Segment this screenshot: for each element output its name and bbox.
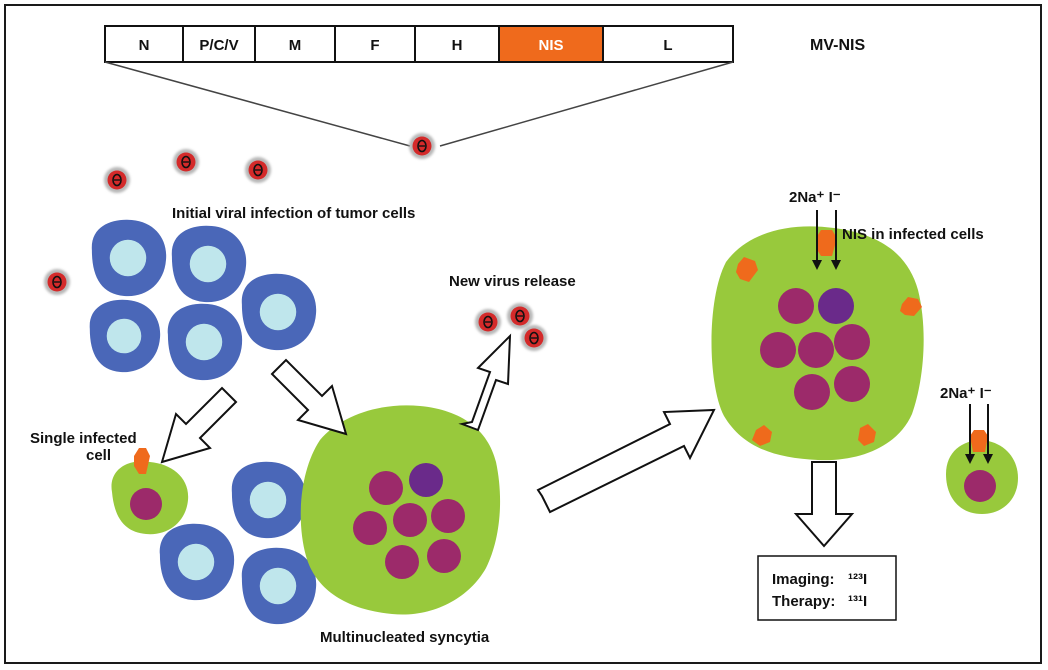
label-single-infected-1: Single infected [30, 430, 137, 447]
nucleus [427, 539, 461, 573]
tumor-nucleus [109, 239, 147, 277]
therapy-label: Therapy: [772, 593, 835, 610]
tumor-cell [241, 547, 317, 625]
arrow-to-imaging [793, 461, 855, 548]
genome-segment-5 [414, 25, 500, 63]
tumor-nucleus [106, 318, 142, 354]
nucleus [818, 288, 854, 324]
nucleus [798, 332, 834, 368]
genome-segment-label: NIS [538, 37, 563, 54]
genome-segment-label: H [452, 37, 463, 54]
virus-particle-icon [245, 157, 271, 183]
virus-particle-icon [104, 167, 130, 193]
ion-arrow-1 [812, 260, 822, 270]
label-single-infected-2: cell [86, 447, 111, 464]
genome-segment-label: M [289, 37, 302, 54]
genome-segment-6 [498, 25, 604, 63]
genome-segment-4 [334, 25, 416, 63]
nucleus [353, 511, 387, 545]
tumor-nucleus [249, 481, 287, 519]
nucleus [778, 288, 814, 324]
tumor-cell [159, 523, 235, 601]
construct-label: MV-NIS [810, 37, 865, 54]
imaging-isotope: ¹²³I [848, 571, 867, 588]
label-new-virus-release: New virus release [449, 273, 576, 290]
ion-arrow-4 [983, 454, 993, 464]
genome-segment-label: P/C/V [199, 37, 238, 54]
nucleus [393, 503, 427, 537]
genome-segment-label: L [663, 37, 672, 54]
tumor-cell-cluster-bottom [159, 461, 317, 625]
small-infected-cell [946, 404, 1018, 514]
nis-channel-top [816, 230, 837, 256]
right-syncytium-nuclei [760, 288, 870, 410]
tumor-nucleus [259, 567, 297, 605]
tumor-cell-cluster-top [89, 219, 317, 381]
genome-segment-label: N [139, 37, 150, 54]
zoom-line-left [104, 61, 411, 147]
virus-group [44, 133, 547, 351]
tumor-nucleus [259, 293, 297, 331]
label-ions-large: 2Na⁺ I⁻ [789, 189, 841, 206]
virus-particle-icon [475, 309, 501, 335]
imaging-label: Imaging: [772, 571, 835, 588]
genome-segment-7 [602, 25, 734, 63]
tumor-cell [241, 273, 317, 351]
nis-channel-left [736, 257, 758, 282]
tumor-nucleus [189, 245, 227, 283]
virus-particle-icon [521, 325, 547, 351]
ion-arrow-3 [965, 454, 975, 464]
virus-particle-icon [173, 149, 199, 175]
nis-channel-right [900, 297, 922, 316]
tumor-nucleus [177, 543, 215, 581]
nis-channel-bottom [858, 424, 876, 446]
virus-particle-icon [44, 269, 70, 295]
label-initial-infection: Initial viral infection of tumor cells [172, 205, 415, 222]
zoom-line-right [439, 61, 734, 147]
ion-arrow-2 [831, 260, 841, 270]
label-nis-in-cells: NIS in infected cells [842, 226, 984, 243]
virus-particle-icon [507, 303, 533, 329]
syncytium-nuclei [353, 463, 465, 579]
nis-channel-icon [970, 430, 988, 452]
nucleus [431, 499, 465, 533]
nucleus [385, 545, 419, 579]
arrow-to-single-cell [160, 386, 238, 464]
nis-channel-icon [134, 448, 150, 474]
tumor-cell [89, 299, 161, 373]
genome-segment-1 [104, 25, 184, 63]
multinucleated-syncytium [300, 405, 501, 615]
genome-segment-label: F [370, 37, 379, 54]
therapy-isotope: ¹³¹I [848, 593, 867, 610]
arrow-to-nis-syncytium [536, 408, 716, 514]
tumor-cell [91, 219, 167, 297]
tumor-cell [167, 303, 243, 381]
arrow-to-virus-release [458, 333, 512, 432]
result-box [757, 555, 897, 621]
nucleus [964, 470, 996, 502]
nucleus [760, 332, 796, 368]
tumor-cell [171, 225, 247, 303]
nis-expressing-syncytium [711, 210, 924, 461]
virus-particle-icon [409, 133, 435, 159]
nucleus [834, 324, 870, 360]
label-multinucleated: Multinucleated syncytia [320, 629, 490, 646]
nucleus [369, 471, 403, 505]
single-infected-cell [111, 448, 189, 535]
mv-nis-genome-bar: N P/C/V M F H NIS L [104, 25, 734, 63]
tumor-cell [231, 461, 307, 539]
nucleus [834, 366, 870, 402]
label-ions-small: 2Na⁺ I⁻ [940, 385, 992, 402]
nucleus [794, 374, 830, 410]
process-arrows [160, 333, 855, 548]
genome-segment-2 [182, 25, 256, 63]
nucleus [130, 488, 162, 520]
tumor-nucleus [185, 323, 223, 361]
arrow-to-syncytium [270, 358, 348, 436]
nucleus [409, 463, 443, 497]
nis-channel-bottom-left [752, 425, 772, 446]
